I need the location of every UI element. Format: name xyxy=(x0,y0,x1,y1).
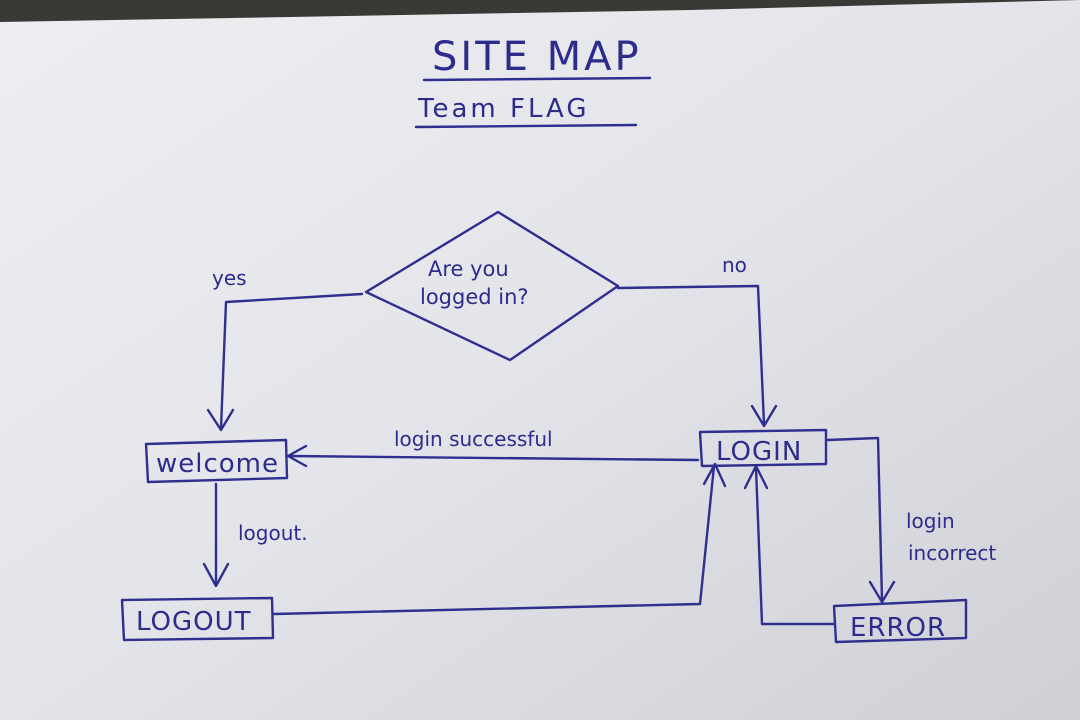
edge-yes xyxy=(219,292,364,430)
decision-text-line1: Are you xyxy=(428,257,509,281)
decision-text-line2: logged in? xyxy=(420,285,529,309)
edge-label-no: no xyxy=(722,253,747,277)
subtitle-underline xyxy=(414,123,638,129)
diagram-title: SITE MAP xyxy=(432,34,642,80)
edge-login-incorrect xyxy=(826,436,884,602)
edge-error-to-login xyxy=(754,466,836,626)
title-underline xyxy=(422,76,652,82)
diagram-subtitle: Team FLAG xyxy=(417,94,590,124)
decision-diamond xyxy=(364,210,620,362)
edge-label-login-incorrect-line1: login xyxy=(906,509,955,533)
edge-logout-to-login xyxy=(272,464,716,616)
login-box xyxy=(698,428,828,468)
edge-login-successful xyxy=(288,454,700,462)
logout-label: LOGOUT xyxy=(136,607,252,637)
edge-label-yes: yes xyxy=(212,266,247,290)
edge-yes-arrowhead xyxy=(206,408,235,432)
edge-logout-arrowhead xyxy=(202,562,230,588)
edge-login-incorrect-arrowhead xyxy=(868,580,896,604)
welcome-label: welcome xyxy=(156,449,279,479)
logout-box xyxy=(120,596,275,642)
login-label: LOGIN xyxy=(716,437,802,467)
edge-label-login-successful: login successful xyxy=(394,427,553,451)
edge-no-arrowhead xyxy=(750,404,778,428)
edge-label-logout: logout. xyxy=(238,521,308,545)
edge-no xyxy=(616,284,766,426)
edge-logout-to-login-arrowhead xyxy=(702,462,727,488)
error-label: ERROR xyxy=(850,613,946,643)
edge-label-login-incorrect-line2: incorrect xyxy=(908,541,996,565)
error-box xyxy=(832,598,968,644)
edge-error-to-login-arrowhead xyxy=(743,464,769,490)
welcome-box xyxy=(144,438,289,484)
edge-login-successful-arrowhead xyxy=(286,444,308,468)
